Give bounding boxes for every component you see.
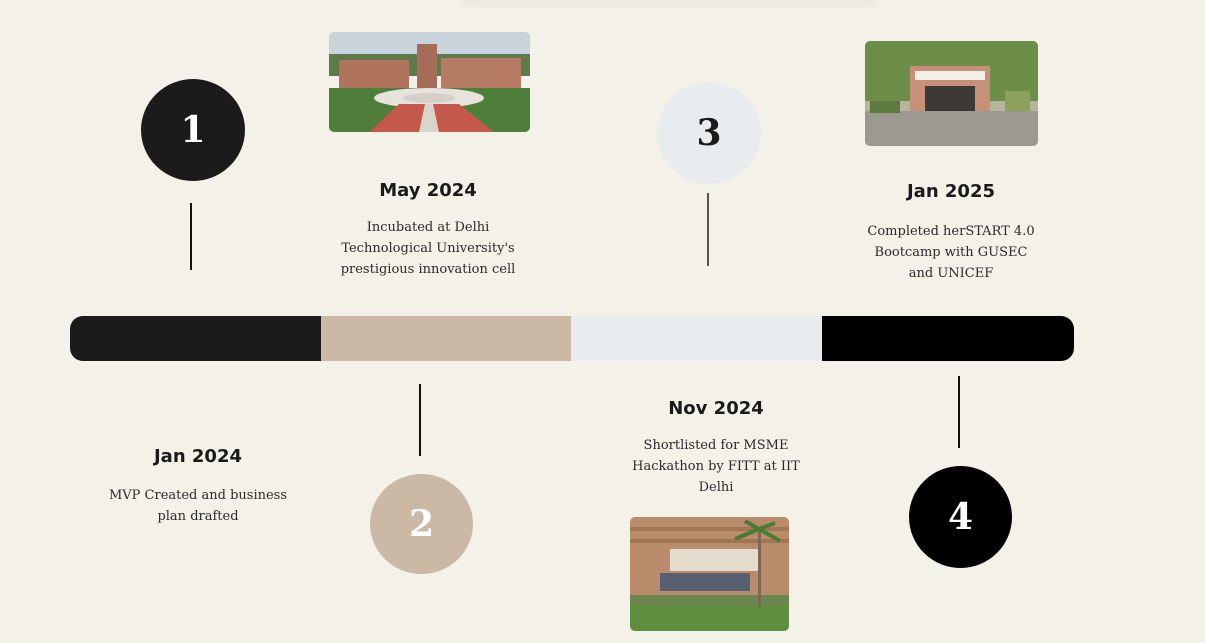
iit-delhi-photo	[630, 517, 789, 631]
milestone-1-connector	[190, 203, 192, 270]
timeline-bar	[70, 316, 1074, 361]
milestone-3-date: Nov 2024	[668, 398, 764, 419]
milestone-4-connector	[958, 376, 960, 448]
milestone-2-connector	[419, 384, 421, 456]
timeline-segment-3	[571, 316, 822, 361]
milestone-1-circle: 1	[141, 79, 245, 181]
timeline-segment-2	[321, 316, 571, 361]
timeline-segment-4	[822, 316, 1074, 361]
milestone-2-date: May 2024	[379, 180, 477, 201]
timeline-segment-1	[70, 316, 321, 361]
milestone-4-date: Jan 2025	[906, 181, 996, 202]
milestone-3-connector	[707, 193, 709, 266]
top-shadow-decoration	[460, 0, 880, 6]
milestone-4-circle: 4	[909, 466, 1012, 568]
gusec-building-photo	[865, 41, 1038, 146]
dtu-campus-photo	[329, 32, 530, 132]
milestone-2-number: 2	[408, 503, 435, 545]
milestone-2-description: Incubated at Delhi Technological Univers…	[340, 220, 516, 277]
milestone-3-circle: 3	[657, 82, 761, 184]
milestone-1-description: MVP Created and business plan drafted	[108, 488, 288, 524]
milestone-1-date: Jan 2024	[153, 446, 243, 467]
milestone-3-description: Shortlisted for MSME Hackathon by FITT a…	[632, 438, 800, 495]
milestone-3-number: 3	[696, 112, 722, 154]
milestone-4-description: Completed herSTART 4.0 Bootcamp with GUS…	[867, 224, 1035, 281]
milestone-4-number: 4	[947, 496, 974, 538]
milestone-2-circle: 2	[370, 474, 473, 574]
milestone-1-number: 1	[180, 109, 206, 151]
